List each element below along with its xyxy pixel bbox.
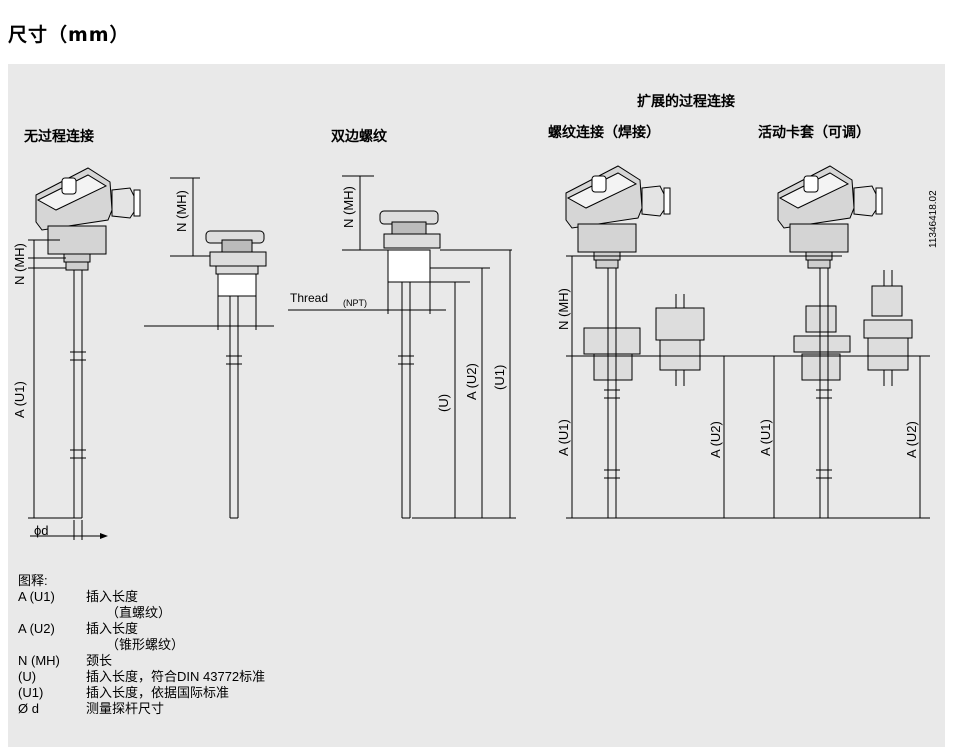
legend: 图释: A (U1)插入长度 （直螺纹） A (U2)插入长度 （锥形螺纹） N… (18, 573, 265, 717)
n-mh-label-1: N (MH) (12, 243, 27, 285)
legend-item: N (MH)颈长 (18, 653, 113, 668)
extended-connection-title: 扩展的过程连接 (637, 93, 735, 110)
u1-label: (U1) (492, 365, 507, 390)
head-assembly-3 (777, 165, 913, 381)
fitting-2 (379, 210, 441, 519)
a-u1-label-1: A (U1) (12, 381, 27, 418)
a-u1-label-3: A (U1) (758, 419, 773, 456)
movable-ferrule-title: 活动卡套（可调） (758, 124, 870, 141)
phi-d-label: ϕd (34, 523, 49, 538)
thread-weld-title: 螺纹连接（焊接） (548, 124, 660, 141)
head-assembly-2 (565, 165, 705, 381)
legend-item: A (U1)插入长度 （直螺纹） (18, 589, 172, 620)
drawing-number: 11346418.02 (928, 190, 939, 248)
legend-item: (U)插入长度，符合DIN 43772标准 (18, 669, 266, 684)
a-u1-label-2: A (U1) (556, 419, 571, 456)
npt-label: (NPT) (343, 298, 367, 308)
a-u2-label-3: A (U2) (904, 421, 919, 458)
n-mh-label-3: N (MH) (341, 186, 356, 228)
no-connection-title: 无过程连接 (23, 128, 94, 145)
u-label: (U) (436, 394, 451, 412)
a-u2-label-2: A (U2) (708, 421, 723, 458)
fitting-1 (205, 230, 267, 519)
double-thread-title: 双边螺纹 (331, 128, 388, 145)
drawing-panel (8, 64, 945, 747)
a-u2-label-1: A (U2) (464, 363, 479, 400)
n-mh-label-4: N (MH) (556, 288, 571, 330)
page-title: 尺寸（mm） (8, 24, 130, 46)
n-mh-label-2: N (MH) (174, 190, 189, 232)
legend-item: A (U2)插入长度 （锥形螺纹） (18, 621, 185, 652)
thread-label: Thread (290, 291, 328, 305)
legend-item: (U1)插入长度，依据国际标准 (18, 685, 230, 700)
head-assembly-1 (35, 167, 141, 271)
legend-heading: 图释: (18, 573, 48, 588)
